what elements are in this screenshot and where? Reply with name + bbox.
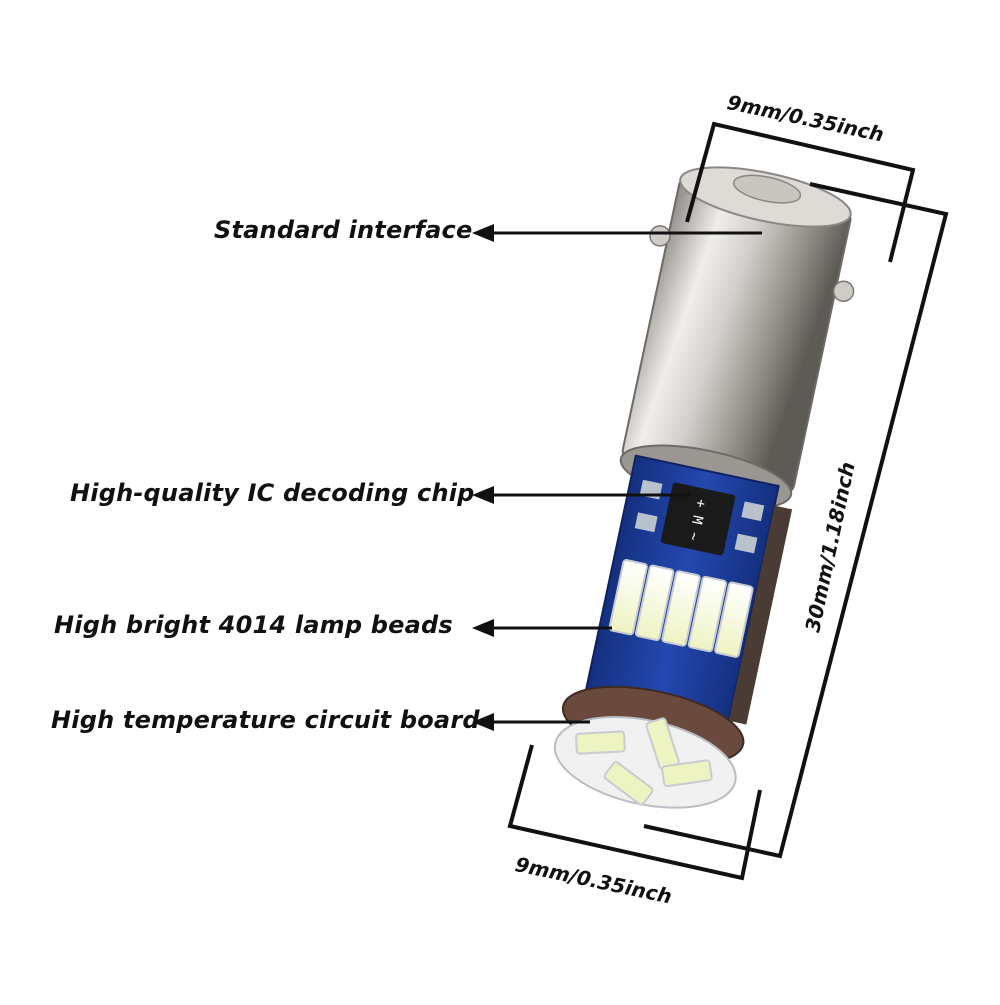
end-cap-board xyxy=(553,685,745,809)
label-lamp-beads: High bright 4014 lamp beads xyxy=(54,611,453,639)
pcb-body: + M ~ xyxy=(582,454,793,732)
top-width-bracket xyxy=(685,121,916,263)
label-standard-interface: Standard interface xyxy=(214,216,473,244)
lamp-beads xyxy=(608,559,754,658)
label-circuit-board: High temperature circuit board xyxy=(51,706,480,734)
callout-arrows xyxy=(472,224,762,731)
label-ic-chip: High-quality IC decoding chip xyxy=(70,479,475,507)
bulb: + M ~ xyxy=(553,166,855,809)
bayonet-pin-right xyxy=(832,280,855,303)
dimension-lines xyxy=(507,121,949,881)
length-bracket xyxy=(643,182,949,859)
ic-chip xyxy=(660,482,736,556)
bottom-width-bracket xyxy=(507,744,762,881)
